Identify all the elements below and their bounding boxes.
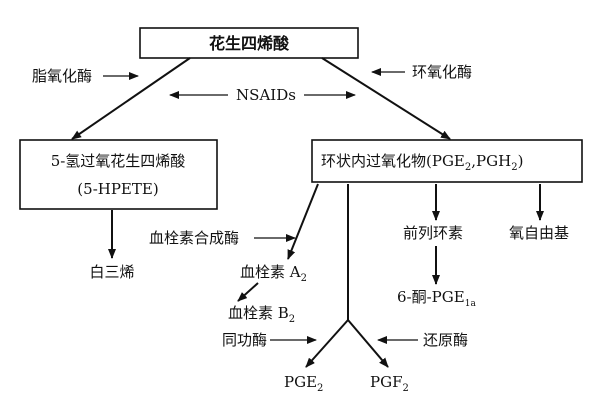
hpete-label: 5-氢过氧花生四烯酸 [51,152,186,170]
reductase-label: 还原酶 [423,331,468,349]
thromboxane-b2: 血栓素 B2 [228,304,295,325]
keto-pge: 6-酮-PGE1a [397,288,476,309]
prostacyclin: 前列环素 [403,224,463,242]
hpete-abbrev: (5-HPETE) [77,180,158,198]
isomerase-label: 同功酶 [222,331,267,349]
endoperoxides-label: 环状内过氧化物(PGE2,PGH2) [321,152,523,173]
arrow-to-thromboxane-a2 [287,183,319,260]
leukotriene: 白三烯 [89,263,134,281]
lipoxygenase-label: 脂氧化酶 [32,67,92,85]
arrow-to-hpete [71,57,191,140]
pgf2: PGF2 [370,373,409,394]
thromboxane-a2: 血栓素 A2 [240,263,307,284]
arrow-to-thromboxane-b2 [237,282,259,302]
arrow-to-pgf2 [347,319,389,368]
pge2: PGE2 [284,373,323,394]
thromboxane-synthase-label: 血栓素合成酶 [149,229,239,247]
arrow-to-pge2 [305,319,349,368]
endoperoxides-box [311,139,583,183]
arachidonic-acid: 花生四烯酸 [209,34,290,53]
oxygen-radical: 氧自由基 [509,224,569,242]
nsaids-label: NSAIDs [236,86,296,104]
hpete-box [19,139,218,210]
cyclooxygenase-label: 环氧化酶 [412,63,472,81]
arachidonic-acid-box [139,27,359,59]
arrow-to-endoperoxides [321,57,451,140]
